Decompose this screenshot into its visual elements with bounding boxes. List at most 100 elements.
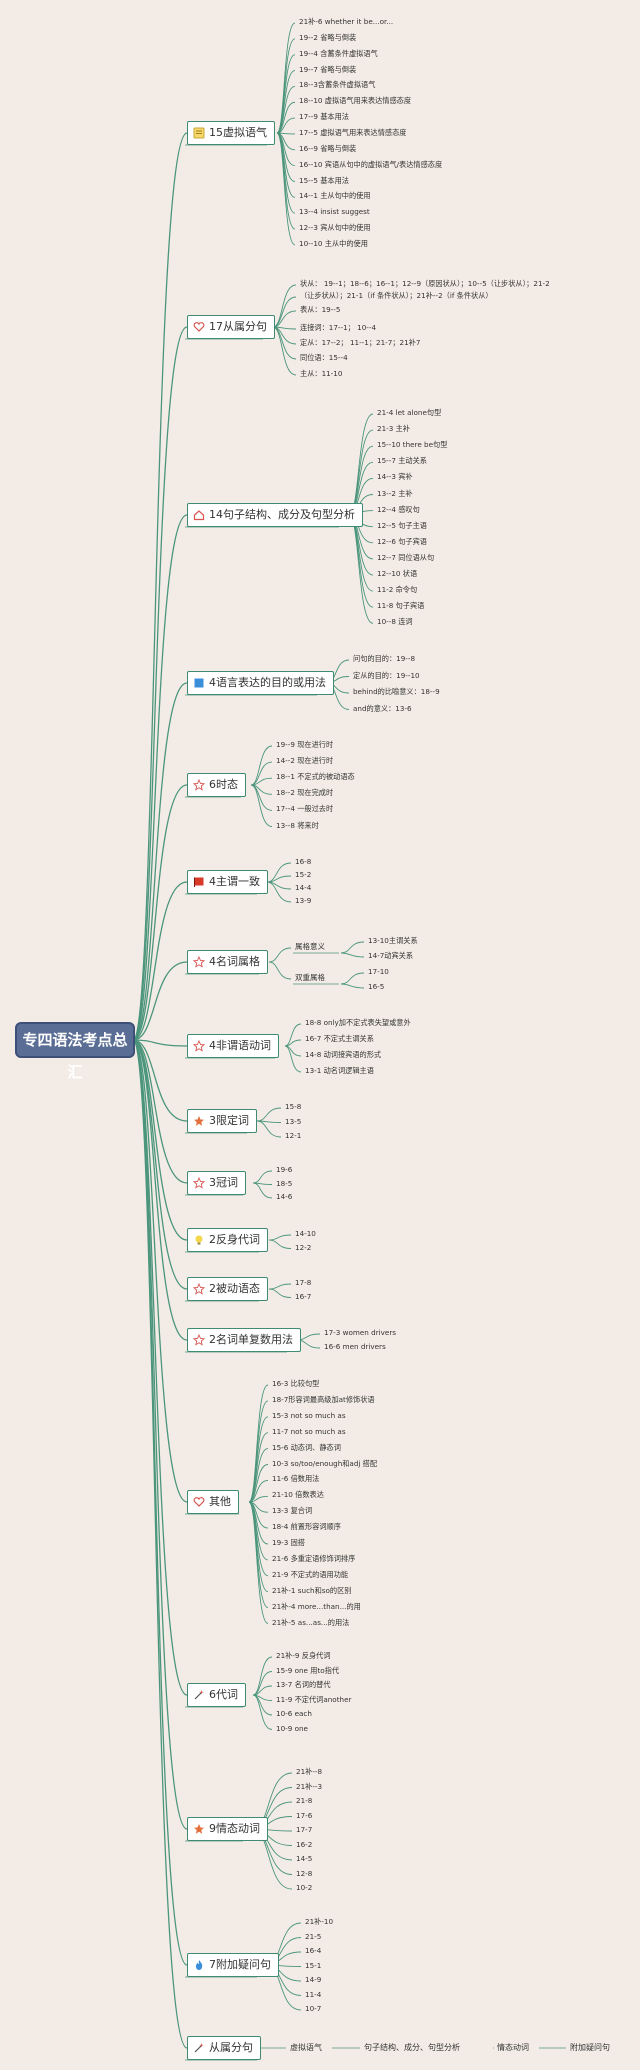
leaf-item[interactable]: 状从： 19--1；18--6；16--1；12--9（原因状从）；10--5（… [300, 279, 550, 288]
leaf-item[interactable]: 14-9 [305, 1975, 322, 1984]
leaf-item[interactable]: 18--10 虚拟语气用来表达情感态度 [299, 96, 412, 106]
leaf-item[interactable]: 19--9 现在进行时 [276, 740, 334, 749]
leaf-item[interactable]: 16-3 比较句型 [272, 1379, 320, 1388]
leaf-item[interactable]: 13-7 名词的替代 [276, 1680, 331, 1689]
leaf-item[interactable]: 15--7 主动关系 [377, 456, 427, 466]
topic-node[interactable]: 4名词属格 [187, 950, 268, 974]
leaf-item[interactable]: 11-6 倍数用法 [272, 1474, 320, 1484]
leaf-item[interactable]: 21-5 [305, 1931, 322, 1941]
leaf-item[interactable]: 17--4 一般过去时 [276, 804, 334, 814]
leaf-item[interactable]: 16-5 [368, 982, 385, 991]
leaf-item[interactable]: behind的比喻意义：18--9 [353, 687, 440, 696]
topic-node[interactable]: 9情态动词 [187, 1817, 268, 1841]
leaf-item[interactable]: 定从的目的：19--10 [353, 670, 420, 680]
leaf-item[interactable]: 13--2 主补 [377, 488, 413, 498]
leaf-item[interactable]: 21-3 主补 [377, 424, 410, 434]
leaf-item[interactable]: 16--9 省略与倒装 [299, 143, 357, 153]
leaf-item[interactable]: 12-1 [285, 1131, 302, 1140]
leaf-item[interactable]: 11-8 句子宾语 [377, 601, 425, 611]
leaf-item[interactable]: 14-8 动词接宾语的形式 [305, 1050, 382, 1059]
leaf-item[interactable]: 11-9 不定代词another [276, 1694, 352, 1704]
leaf-item[interactable]: 12--6 句子宾语 [377, 536, 427, 546]
root-node[interactable]: 专四语法考点总汇 [15, 1022, 135, 1081]
leaf-item[interactable]: 14-6 [276, 1192, 293, 1201]
leaf-item[interactable]: 18-7形容词最高级加at修饰状语 [272, 1394, 375, 1404]
leaf-item[interactable]: 11-7 not so much as [272, 1426, 346, 1436]
leaf-item[interactable]: 21-6 多重定语修饰词排序 [272, 1553, 356, 1563]
topic-node[interactable]: 6代词 [187, 1683, 246, 1707]
leaf-item[interactable]: 主从：11-10 [300, 369, 343, 378]
leaf-item[interactable]: 10-9 one [276, 1723, 308, 1733]
leaf-item[interactable]: 12-2 [295, 1242, 312, 1252]
leaf-item[interactable]: 19-3 固搭 [272, 1538, 305, 1547]
leaf-item[interactable]: 21补-4 more...than...的用 [272, 1601, 361, 1611]
topic-node[interactable]: 6时态 [187, 773, 246, 797]
leaf-item[interactable]: 18--2 现在完成时 [276, 788, 334, 798]
leaf-item[interactable]: 17--5 虚拟语气用来表达情感态度 [299, 127, 407, 137]
leaf-item[interactable]: 19--4 含蓄条件虚拟语气 [299, 48, 378, 58]
leaf-item[interactable]: 16-6 men drivers [324, 1342, 386, 1351]
leaf-item[interactable]: 12--7 同位语从句 [377, 552, 435, 562]
leaf-item[interactable]: 21-4 let alone句型 [377, 408, 442, 417]
leaf-item[interactable]: 13--8 将来时 [276, 820, 319, 830]
leaf-item[interactable]: 21-9 不定式的语用功能 [272, 1569, 349, 1579]
leaf-item[interactable]: 16-8 [295, 857, 312, 866]
leaf-item[interactable]: 14--2 现在进行时 [276, 756, 334, 766]
leaf-item[interactable]: and的意义：13-6 [353, 703, 412, 713]
sub-topic[interactable]: 双重属格 [295, 973, 325, 982]
leaf-item[interactable]: 19--7 省略与倒装 [299, 64, 357, 74]
leaf-item[interactable]: 21补--3 [296, 1781, 323, 1791]
leaf-item[interactable]: 13-10主谓关系 [368, 936, 418, 945]
leaf-item[interactable]: 21补--8 [296, 1767, 323, 1776]
leaf-item[interactable]: 10-2 [296, 1883, 313, 1892]
topic-node[interactable]: 2反身代词 [187, 1228, 268, 1252]
leaf-item[interactable]: 10--10 主从中的使用 [299, 238, 368, 248]
leaf-item[interactable]: 21补-5 as...as...的用法 [272, 1617, 350, 1627]
leaf-item[interactable]: 16-7 不定式主谓关系 [305, 1034, 374, 1043]
leaf-item[interactable]: 11-4 [305, 1989, 322, 1999]
leaf-item[interactable]: 15-3 not so much as [272, 1410, 346, 1420]
leaf-item[interactable]: 12-8 [296, 1868, 313, 1878]
leaf-item[interactable]: 14--3 宾补 [377, 472, 413, 482]
topic-node[interactable]: 2名词单复数用法 [187, 1328, 301, 1352]
leaf-item[interactable]: 14-10 [295, 1229, 316, 1238]
leaf-item[interactable]: 18--1 不定式的被动语态 [276, 772, 355, 782]
leaf-item[interactable]: 15-6 动态词、静态词 [272, 1442, 341, 1452]
leaf-item[interactable]: 13-5 [285, 1116, 302, 1126]
topic-node[interactable]: 4非谓语动词 [187, 1034, 279, 1058]
topic-node[interactable]: 7附加疑问句 [187, 1953, 279, 1977]
leaf-item[interactable]: 17-7 [296, 1825, 313, 1834]
leaf-item[interactable]: 16--10 宾语从句中的虚拟语气/表达情感态度 [299, 159, 443, 169]
topic-node[interactable]: 4语言表达的目的或用法 [187, 671, 334, 695]
leaf-item[interactable]: 12--4 感叹句 [377, 504, 420, 514]
topic-node[interactable]: 15虚拟语气 [187, 121, 275, 145]
leaf-item[interactable]: 同位语：15--4 [300, 353, 348, 362]
topic-node[interactable]: 其他 [187, 1490, 239, 1514]
topic-node[interactable]: 17从属分句 [187, 315, 275, 339]
leaf-item[interactable]: （让步状从）；21-1（if 条件状从）；21补--2（if 条件状从） [300, 291, 493, 300]
leaf-item[interactable]: 16-2 [296, 1839, 313, 1849]
leaf-item[interactable]: 15--10 there be句型 [377, 440, 448, 450]
leaf-item[interactable]: 16-4 [305, 1946, 322, 1955]
topic-node[interactable]: 从属分句 [187, 2036, 261, 2060]
leaf-item[interactable]: 21补-6 whether it be...or... [299, 17, 394, 26]
leaf-item[interactable]: 14-5 [296, 1854, 313, 1863]
leaf-item[interactable]: 15-1 [305, 1960, 322, 1970]
leaf-item[interactable]: 问句的目的：19--8 [353, 654, 416, 663]
leaf-item[interactable]: 21补-1 such和so的区别 [272, 1585, 352, 1595]
leaf-item[interactable]: 15-8 [285, 1102, 302, 1111]
topic-node[interactable]: 2被动语态 [187, 1277, 268, 1301]
leaf-item[interactable]: 15-9 one 用to指代 [276, 1665, 340, 1675]
leaf-item[interactable]: 17-8 [295, 1278, 312, 1287]
leaf-item[interactable]: 15-2 [295, 870, 312, 879]
leaf-item[interactable]: 10-7 [305, 2004, 322, 2013]
leaf-item[interactable]: 18-5 [276, 1178, 293, 1188]
topic-node[interactable]: 3限定词 [187, 1109, 257, 1133]
leaf-item[interactable]: 17-6 [296, 1810, 313, 1820]
leaf-item[interactable]: 表从：19--5 [300, 305, 341, 314]
leaf-item[interactable]: 17--9 基本用法 [299, 112, 349, 122]
leaf-item[interactable]: 12--10 状语 [377, 569, 418, 578]
leaf-item[interactable]: 12--5 句子主语 [377, 520, 427, 530]
leaf-item[interactable]: 13--4 insist suggest [299, 207, 370, 217]
leaf-item[interactable]: 18--3含蓄条件虚拟语气 [299, 80, 376, 90]
